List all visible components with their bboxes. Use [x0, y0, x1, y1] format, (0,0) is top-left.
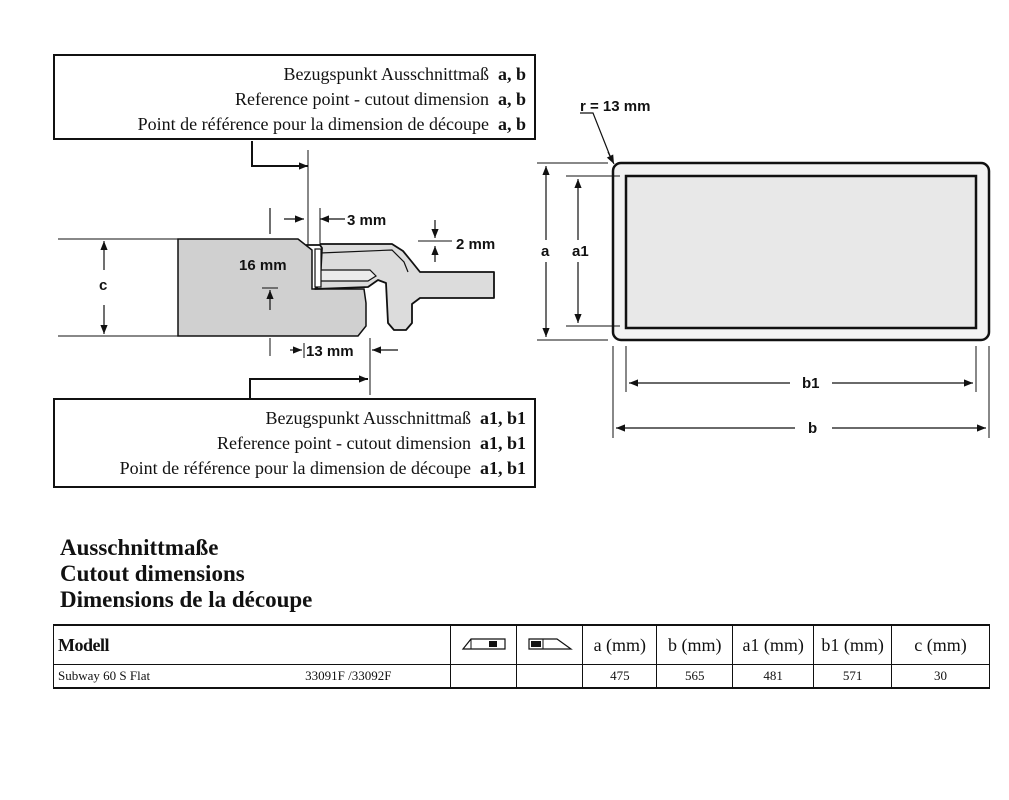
label-b: b — [808, 420, 817, 437]
model-name: Subway 60 S Flat — [53, 664, 304, 689]
dimension-3mm: 3 mm — [269, 208, 386, 245]
inset-raised-icon — [516, 624, 583, 665]
label-13mm: 13 mm — [306, 343, 354, 360]
value-b: 565 — [656, 664, 733, 689]
model-header: Modell — [53, 624, 304, 665]
dimension-b1: b1 — [625, 346, 977, 392]
label-c: c — [99, 277, 107, 294]
plan-view — [611, 161, 991, 342]
dimension-c: c — [99, 241, 108, 334]
header-spacer — [303, 624, 451, 665]
label-2mm: 2 mm — [456, 236, 495, 253]
symbol-cell — [516, 664, 583, 689]
technical-drawing: 3 mm 2 mm 16 mm 13 mm c r = 13 mm — [58, 98, 991, 438]
value-c: 30 — [891, 664, 990, 689]
dimension-b: b — [612, 346, 990, 438]
heading-en: Cutout dimensions — [60, 561, 245, 586]
label-a1: a1 — [572, 243, 589, 260]
reference-box-a1b1: Bezugspunkt Ausschnittmaß a1, b1 Referen… — [53, 398, 536, 488]
heading-fr: Dimensions de la découpe — [60, 587, 313, 612]
label-radius: r = 13 mm — [580, 98, 650, 115]
leader-lines — [249, 141, 363, 398]
reference-line-de: Bezugspunkt Ausschnittmaß a, b — [283, 64, 526, 84]
label-3mm: 3 mm — [347, 212, 386, 229]
symbol-cell — [450, 664, 517, 689]
dimension-16mm: 16 mm — [239, 257, 287, 310]
table-row: Subway 60 S Flat 33091F /33092F 475 565 … — [53, 664, 990, 689]
label-16mm: 16 mm — [239, 257, 287, 274]
dimension-a1: a1 — [566, 175, 620, 327]
label-a: a — [541, 243, 550, 260]
heading-de: Ausschnittmaße — [60, 535, 219, 560]
dimension-13mm: 13 mm — [290, 343, 398, 360]
reference-line-de: Bezugspunkt Ausschnittmaß a1, b1 — [265, 408, 526, 428]
reference-line-en: Reference point - cutout dimension a1, b… — [217, 433, 526, 453]
inset-flush-icon — [450, 624, 517, 665]
model-code: 33091F /33092F — [303, 664, 451, 689]
col-header-a: a (mm) — [582, 624, 657, 665]
sink-profile — [306, 243, 495, 331]
dimension-a: a — [537, 162, 608, 341]
dimension-radius: r = 13 mm — [580, 98, 650, 165]
reference-box-ab: Bezugspunkt Ausschnittmaß a, b Reference… — [53, 54, 536, 140]
dimensions-table: Modell a (mm) b (mm) a1 (mm) b1 (mm) — [53, 624, 990, 689]
reference-line-fr: Point de référence pour la dimension de … — [137, 114, 526, 134]
value-a1: 481 — [732, 664, 814, 689]
col-header-c: c (mm) — [891, 624, 990, 665]
col-header-b1: b1 (mm) — [813, 624, 892, 665]
value-b1: 571 — [813, 664, 892, 689]
col-header-b: b (mm) — [656, 624, 733, 665]
table-header-row: Modell a (mm) b (mm) a1 (mm) b1 (mm) — [53, 624, 990, 665]
label-b1: b1 — [802, 375, 820, 392]
value-a: 475 — [582, 664, 657, 689]
dimension-2mm: 2 mm — [418, 220, 495, 262]
col-header-a1: a1 (mm) — [732, 624, 814, 665]
reference-line-fr: Point de référence pour la dimension de … — [119, 458, 526, 478]
reference-line-en: Reference point - cutout dimension a, b — [235, 89, 526, 109]
